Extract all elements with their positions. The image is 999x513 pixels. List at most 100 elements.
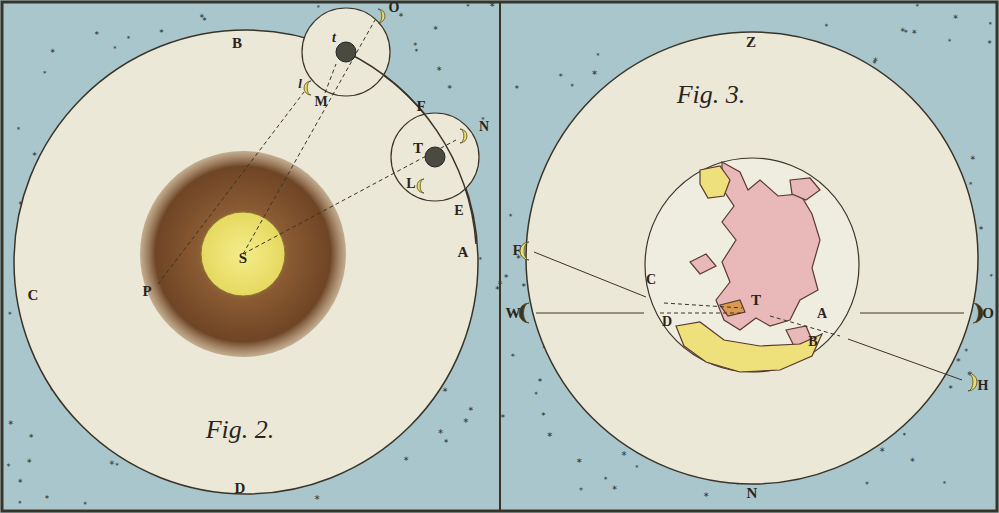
point-letter: l <box>298 77 302 90</box>
svg-text:∗: ∗ <box>947 37 952 43</box>
moon-lines <box>534 252 964 380</box>
point-letter: H <box>978 379 989 393</box>
point-letter: T <box>749 293 763 308</box>
svg-text:∗: ∗ <box>900 25 906 34</box>
point-letter: B <box>232 36 242 51</box>
svg-text:∗: ∗ <box>414 47 419 53</box>
svg-text:∗: ∗ <box>635 463 639 469</box>
svg-text:∗: ∗ <box>436 64 442 73</box>
moons <box>304 9 467 193</box>
svg-text:∗: ∗ <box>26 456 32 465</box>
svg-text:∗: ∗ <box>879 445 885 454</box>
svg-text:∗: ∗ <box>541 410 546 417</box>
svg-text:∗: ∗ <box>113 44 117 50</box>
moon <box>304 81 311 95</box>
svg-text:∗: ∗ <box>433 24 439 32</box>
point-letter: F <box>416 99 425 114</box>
svg-text:∗: ∗ <box>468 404 474 413</box>
moon <box>417 179 424 193</box>
svg-text:∗: ∗ <box>864 480 869 486</box>
svg-text:∗: ∗ <box>437 427 444 436</box>
svg-text:∗: ∗ <box>989 272 994 278</box>
point-letter: L <box>406 177 415 191</box>
moon-orbit <box>391 113 479 201</box>
point-letter: W <box>506 306 521 321</box>
svg-text:∗: ∗ <box>442 385 448 394</box>
svg-text:∗: ∗ <box>50 47 56 55</box>
svg-text:∗: ∗ <box>17 477 23 485</box>
svg-text:∗: ∗ <box>500 412 505 419</box>
svg-text:∗: ∗ <box>988 20 992 26</box>
svg-text:∗: ∗ <box>952 12 958 21</box>
point-letter: t <box>332 31 336 45</box>
orbit-arc <box>346 52 476 244</box>
svg-text:∗: ∗ <box>28 432 34 440</box>
svg-text:∗: ∗ <box>462 416 469 425</box>
svg-text:∗: ∗ <box>547 430 553 439</box>
svg-text:∗: ∗ <box>576 456 582 465</box>
point-letter: D <box>235 481 246 496</box>
svg-text:∗: ∗ <box>902 431 907 437</box>
earth-orbit <box>14 30 478 494</box>
svg-text:∗: ∗ <box>314 493 321 502</box>
svg-text:∗: ∗ <box>413 41 418 47</box>
moon <box>968 373 977 391</box>
svg-text:∗: ∗ <box>942 479 946 485</box>
svg-text:∗: ∗ <box>32 150 38 158</box>
svg-text:∗: ∗ <box>17 499 22 505</box>
divider <box>499 2 501 511</box>
point-letter: A <box>458 245 469 260</box>
point-letter: T <box>413 141 423 156</box>
moon-orbit <box>302 8 390 96</box>
svg-text:∗: ∗ <box>570 82 575 88</box>
moon <box>460 129 467 143</box>
sight-lines <box>158 20 456 284</box>
svg-text:∗: ∗ <box>970 153 976 162</box>
moon <box>520 242 529 260</box>
point-letter: N <box>747 486 758 501</box>
svg-text:∗: ∗ <box>159 27 164 35</box>
point-letter: C <box>28 288 39 303</box>
point-letter: P <box>142 284 151 299</box>
figure-caption: Fig. 3. <box>677 82 746 108</box>
svg-text:∗: ∗ <box>109 458 115 467</box>
point-letter: O <box>389 1 400 15</box>
point-letter: E <box>454 204 463 218</box>
svg-text:∗: ∗ <box>521 281 526 289</box>
moon <box>973 303 983 323</box>
svg-text:∗: ∗ <box>611 483 617 492</box>
svg-text:∗: ∗ <box>558 71 563 78</box>
point-letter: D <box>662 315 672 329</box>
point-letter: B <box>808 335 817 349</box>
svg-text:∗: ∗ <box>8 310 13 316</box>
svg-text:∗: ∗ <box>964 347 969 353</box>
svg-text:∗: ∗ <box>968 180 972 186</box>
figure-caption: Fig. 2. <box>206 417 275 443</box>
moons <box>519 242 983 391</box>
svg-text:∗: ∗ <box>978 224 984 232</box>
moon-orbit <box>526 32 978 484</box>
svg-text:∗: ∗ <box>578 486 583 492</box>
svg-text:∗: ∗ <box>94 29 99 37</box>
svg-text:∗: ∗ <box>44 493 49 501</box>
svg-text:∗: ∗ <box>443 437 449 445</box>
svg-text:∗: ∗ <box>478 255 482 261</box>
svg-text:∗: ∗ <box>43 69 47 75</box>
svg-text:∗: ∗ <box>948 383 953 390</box>
svg-text:∗: ∗ <box>514 83 519 90</box>
svg-text:∗: ∗ <box>403 454 409 463</box>
svg-text:∗: ∗ <box>508 212 513 218</box>
point-letter: A <box>817 307 827 321</box>
earth <box>425 147 445 167</box>
moon <box>519 303 529 323</box>
svg-text:∗: ∗ <box>596 51 600 57</box>
point-letter: O <box>982 306 994 321</box>
svg-text:∗: ∗ <box>83 500 88 506</box>
svg-text:∗: ∗ <box>447 83 453 91</box>
svg-text:∗: ∗ <box>16 125 20 131</box>
point-letter: S <box>239 251 247 266</box>
map <box>676 162 822 372</box>
